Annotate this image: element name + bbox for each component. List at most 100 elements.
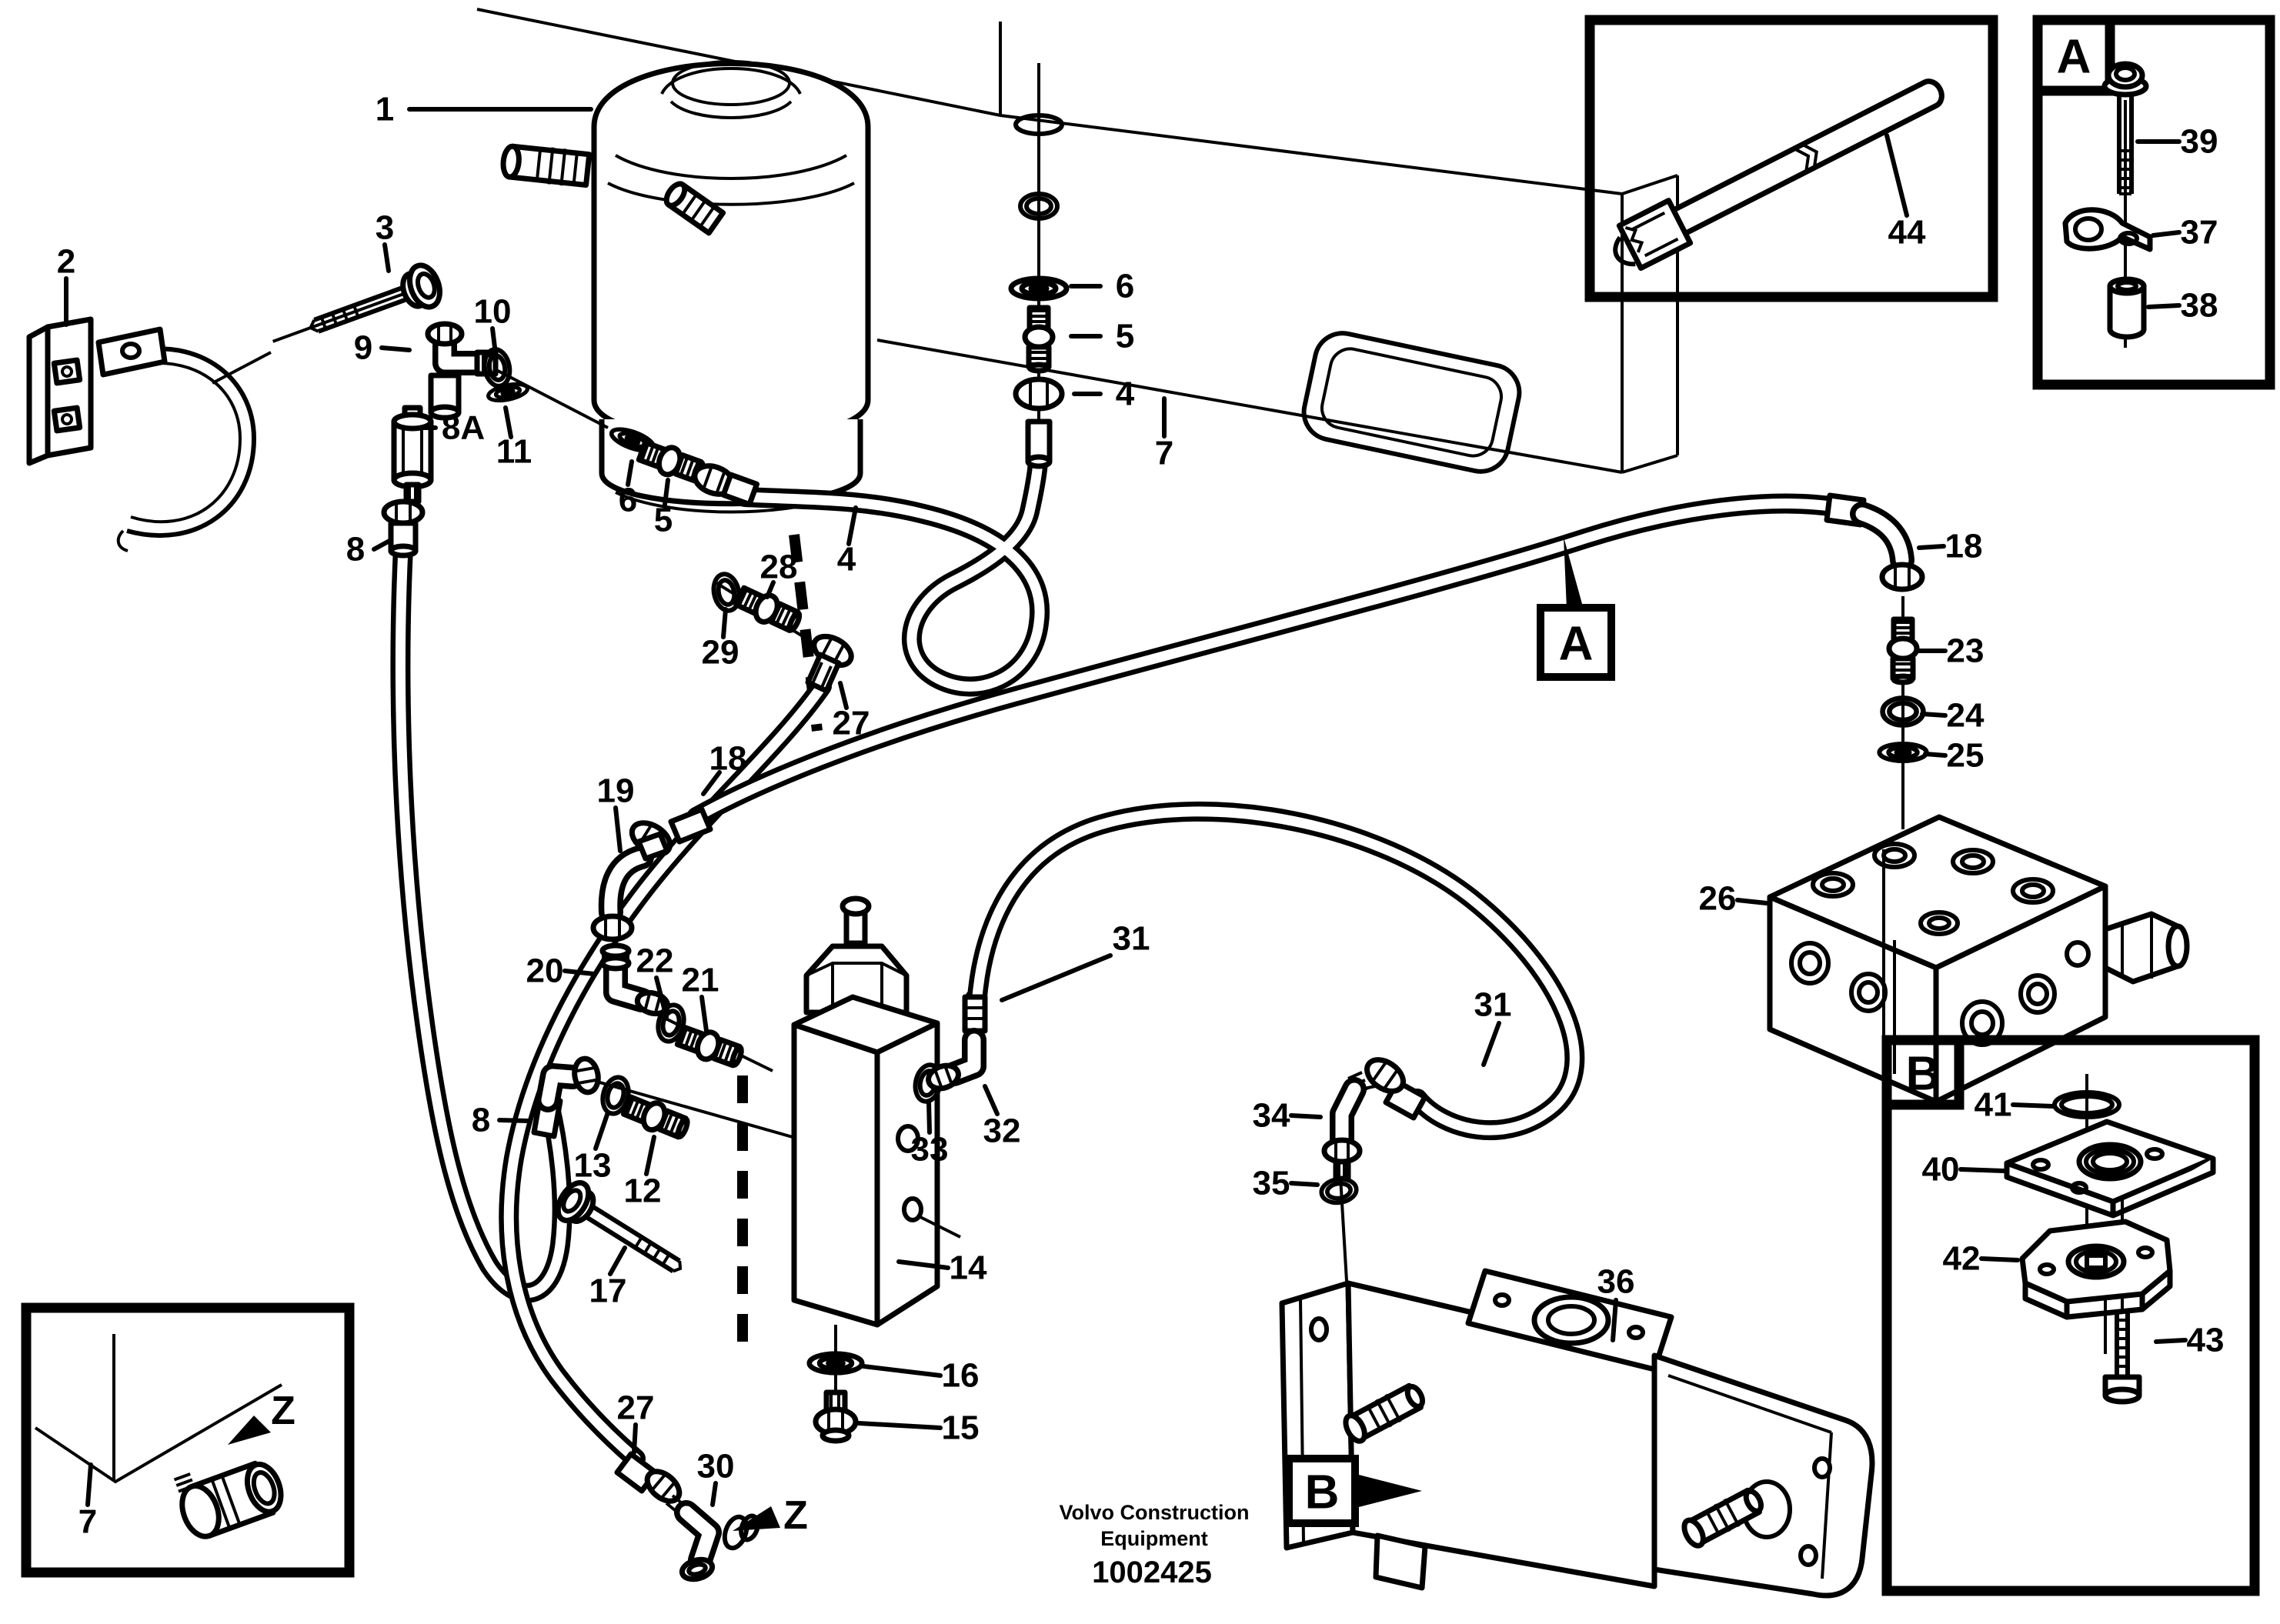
callout-31-valve: 31	[1113, 920, 1150, 958]
footer-doc-number: 1002425	[1092, 1556, 1212, 1589]
callout-15: 15	[942, 1409, 980, 1447]
hose27-elbow-end	[805, 633, 854, 694]
ref-letter-Z-inset: Z	[271, 1389, 295, 1433]
valve-block-14	[791, 895, 961, 1328]
pump-port-boss-1	[1343, 1382, 1425, 1444]
callout-27-bottom: 27	[617, 1389, 655, 1427]
a-arrow	[1564, 537, 1584, 609]
nipple-23	[1889, 619, 1917, 682]
callout-33: 33	[911, 1131, 949, 1169]
callout-30: 30	[697, 1448, 735, 1486]
callout-11: 11	[496, 433, 532, 471]
callout-4-stack: 4	[1116, 375, 1135, 413]
callout-41: 41	[1975, 1086, 2012, 1124]
callout-8-top: 8	[346, 531, 365, 569]
mounting-panel-7	[476, 8, 1679, 474]
b-arrow	[1356, 1474, 1422, 1508]
callout-28: 28	[760, 549, 798, 586]
callout-12: 12	[624, 1172, 662, 1210]
callout-39: 39	[2181, 123, 2218, 161]
callout-7-inset: 7	[78, 1503, 97, 1541]
nut-4-stack	[1013, 376, 1065, 412]
callout-5-stack: 5	[1116, 318, 1134, 355]
callout-1: 1	[376, 91, 394, 128]
valve-block-26	[1767, 814, 2190, 1105]
callout-24: 24	[1947, 697, 1985, 735]
callout-8-loop: 8	[472, 1102, 490, 1139]
z-arrow-inset	[228, 1416, 271, 1445]
callout-40: 40	[1922, 1151, 1960, 1189]
callout-43: 43	[2187, 1322, 2225, 1359]
callout-4-tank: 4	[837, 541, 856, 579]
elbow-30	[665, 1494, 760, 1582]
callout-14: 14	[950, 1249, 987, 1287]
callout-7-panel: 7	[1155, 435, 1173, 472]
elbow-fitting-9	[425, 321, 499, 421]
hose-31	[965, 801, 1585, 1141]
pump-36	[1279, 1268, 1875, 1599]
callout-23: 23	[1947, 632, 1985, 670]
tank-plug	[663, 181, 726, 236]
hose-4	[735, 452, 1050, 697]
inset-strap-44	[1584, 15, 1998, 302]
inset-A-label-box	[2032, 15, 2115, 96]
callout-26: 26	[1699, 880, 1737, 918]
leader-lines	[64, 107, 2188, 1507]
o-ring-35	[1320, 1177, 1357, 1205]
callout-34: 34	[1253, 1097, 1290, 1135]
callout-18-right: 18	[1945, 528, 1983, 565]
coupling-8A	[391, 405, 434, 505]
callout-8A: 8A	[442, 409, 485, 447]
callout-37: 37	[2181, 214, 2218, 252]
hose8-bottom-elbow	[531, 1055, 601, 1139]
bushing-38	[2107, 276, 2147, 340]
hose8-top-nut	[381, 499, 426, 559]
clamp-bolt-3	[272, 262, 442, 343]
callout-38: 38	[2181, 287, 2218, 325]
footer-brand-line1: Volvo Construction	[1060, 1501, 1250, 1524]
clamp-assembly-2	[26, 316, 256, 552]
callout-27-top: 27	[833, 705, 870, 742]
grommet-sleeve	[173, 1460, 284, 1539]
callout-20: 20	[526, 952, 564, 990]
callout-13: 13	[574, 1147, 612, 1185]
washer-16	[810, 1354, 862, 1373]
callout-36: 36	[1597, 1263, 1635, 1301]
callout-17: 17	[589, 1272, 627, 1310]
elbow-32	[926, 994, 988, 1092]
ref-letter-A-main: A	[1559, 618, 1594, 671]
plate-40	[2004, 1119, 2216, 1219]
washer-25	[1879, 744, 1926, 761]
elbow-20	[599, 942, 671, 1017]
inset-grommet-view	[21, 1302, 355, 1578]
ref-letter-B-inset: B	[1906, 1048, 1941, 1101]
callout-16: 16	[942, 1357, 980, 1395]
bolt-17	[555, 1180, 683, 1274]
flange-42	[2019, 1219, 2173, 1320]
callout-21: 21	[682, 962, 719, 999]
clamp-37	[2062, 207, 2153, 252]
plug-15	[813, 1389, 859, 1444]
hose31-end-nut	[1364, 1057, 1428, 1121]
callout-10: 10	[474, 293, 512, 331]
elbow-34	[1321, 1071, 1369, 1182]
callout-25: 25	[1947, 737, 1985, 775]
hose-8	[390, 538, 573, 1303]
bolt3-axis	[212, 351, 272, 385]
callout-31-pump: 31	[1474, 986, 1512, 1024]
footer: Volvo Construction Equipment 1002425	[1060, 1501, 1250, 1589]
block26-top-ports	[1811, 842, 2055, 936]
hose-18	[686, 493, 1851, 827]
ref-letter-B-main: B	[1305, 1466, 1340, 1519]
callout-6-tank: 6	[619, 482, 637, 519]
reference-letters: A A B B Z Z	[271, 31, 2091, 1539]
callout-29: 29	[702, 634, 739, 672]
inset-B-label-box	[1881, 1035, 1965, 1110]
hose27-bottom-end	[614, 1451, 683, 1504]
z-arrow-main	[733, 1506, 780, 1531]
nipple-21	[676, 1022, 744, 1070]
callout-19: 19	[597, 772, 635, 810]
callout-44: 44	[1888, 214, 1926, 252]
footer-brand-line2: Equipment	[1100, 1527, 1208, 1550]
